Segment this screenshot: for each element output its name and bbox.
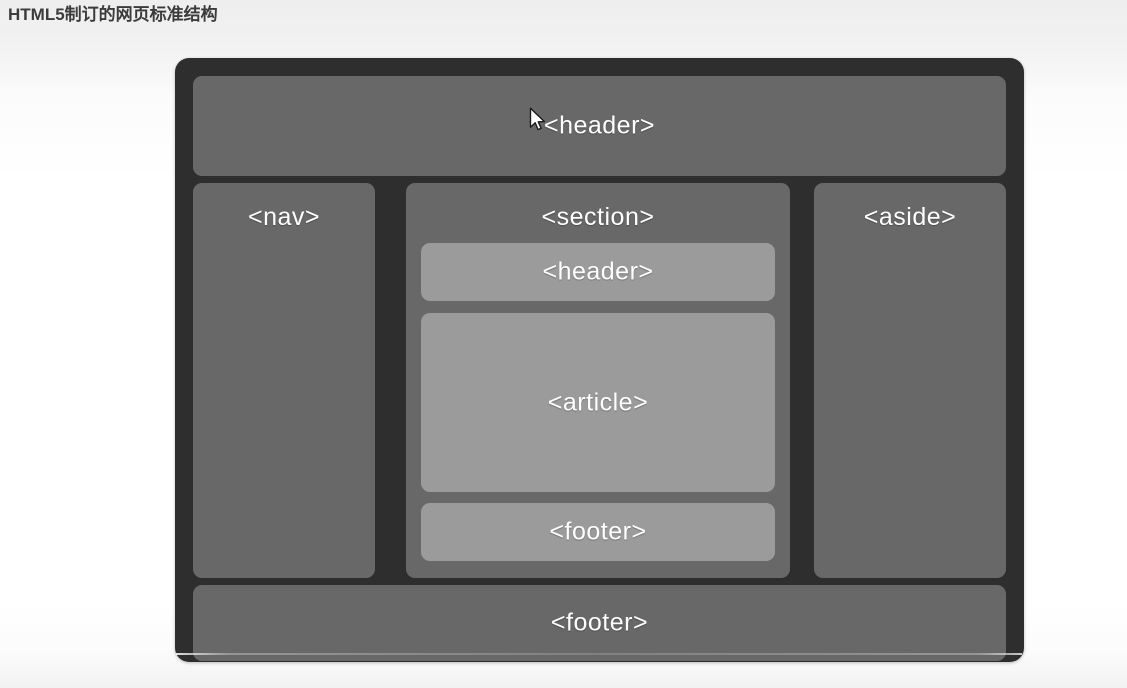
diagram-box-nav[interactable]: <nav> <box>193 183 375 578</box>
diagram-box-header[interactable]: <header> <box>193 76 1006 176</box>
diagram-box-footer-label: <footer> <box>550 608 649 637</box>
diagram-box-section-header[interactable]: <header> <box>421 243 775 301</box>
diagram-box-aside[interactable]: <aside> <box>814 183 1006 578</box>
diagram-box-section-footer-label: <footer> <box>549 517 647 546</box>
diagram-box-header-label: <header> <box>543 111 656 140</box>
diagram-box-nav-label: <nav> <box>247 203 320 231</box>
diagram-box-article-label: <article> <box>547 388 649 416</box>
diagram-box-section-header-label: <header> <box>542 257 654 286</box>
page-title: HTML5制订的网页标准结构 <box>8 5 218 24</box>
diagram-box-section[interactable]: <section> <header> <article> <footer> <box>406 183 790 578</box>
diagram-box-article[interactable]: <article> <box>421 313 775 492</box>
diagram-box-section-footer[interactable]: <footer> <box>421 503 775 561</box>
html5-structure-diagram: <header> <nav> <section> <header> <artic… <box>175 58 1024 662</box>
diagram-box-aside-label: <aside> <box>863 203 957 231</box>
diagram-box-footer[interactable]: <footer> <box>193 585 1006 661</box>
diagram-box-section-label: <section> <box>541 203 655 231</box>
